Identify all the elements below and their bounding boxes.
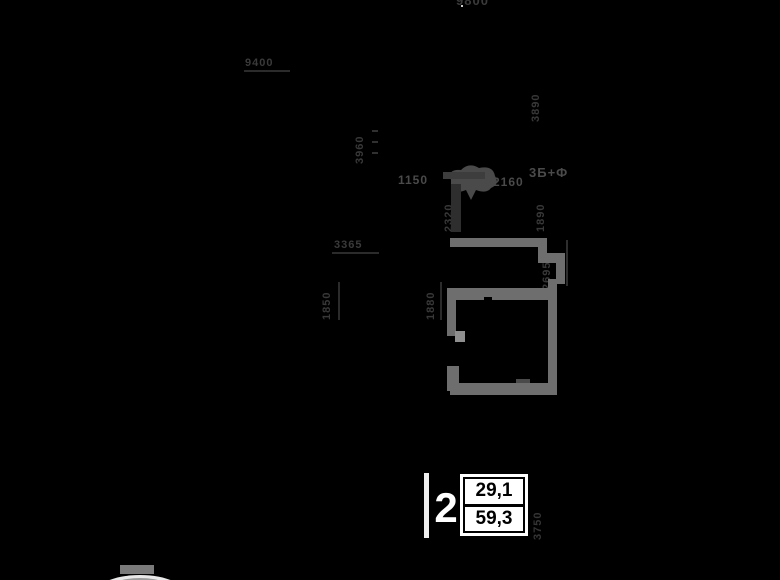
dimension-label-vertical: 3960 (354, 135, 366, 164)
dimension-label-vertical: 1880 (425, 291, 437, 320)
wall-room-top (447, 288, 550, 300)
legend-room-count: 2 (434, 484, 458, 531)
dimension-label: 1150 (398, 173, 429, 187)
logo-blob-icon (443, 165, 497, 200)
compass-cap (120, 565, 154, 574)
legend-total-area: 59,3 (465, 506, 523, 531)
wall-right (548, 279, 557, 395)
dimension-tick-dot (461, 5, 463, 7)
legend-living-area: 29,1 (465, 479, 523, 504)
dimension-line (332, 252, 379, 254)
wall-right-connector (538, 238, 547, 257)
wall-jog-right (556, 253, 565, 284)
dimension-line (566, 240, 568, 286)
dimension-tick (372, 152, 378, 154)
window-sill (516, 379, 530, 383)
door-gap (484, 297, 492, 300)
dimension-label-vertical: 1890 (535, 203, 547, 232)
dimension-label: 9400 (245, 57, 274, 69)
dimension-label: 2160 (493, 175, 524, 189)
compass-arc-icon (92, 575, 188, 580)
door-jamb (455, 331, 465, 342)
wall-jog-top (538, 253, 565, 263)
dimension-label-vertical: 1850 (321, 291, 333, 320)
legend-area-box: 29,1 59,3 (460, 474, 528, 536)
dimension-label-vertical: 3890 (530, 93, 542, 122)
dimension-label: 3365 (334, 239, 363, 251)
dimension-label-vertical: 3750 (532, 511, 544, 540)
dimension-bar (451, 184, 461, 232)
dimension-top-clipped: 9800 (452, 0, 512, 13)
dimension-line (338, 282, 340, 320)
axis-label: 3Б+Ф (529, 165, 569, 180)
dimension-label: 9800 (456, 0, 489, 8)
dimension-tick (372, 141, 378, 143)
compass-arc-shade (104, 578, 176, 580)
wall-top-outer (450, 238, 547, 247)
dimension-line (440, 282, 442, 320)
wall-left-upper (447, 288, 456, 336)
legend-divider (465, 503, 523, 507)
dimension-line (244, 70, 290, 72)
dimension-tick (372, 130, 378, 132)
wall-bottom (450, 383, 557, 395)
legend-separator-bar (424, 473, 429, 538)
